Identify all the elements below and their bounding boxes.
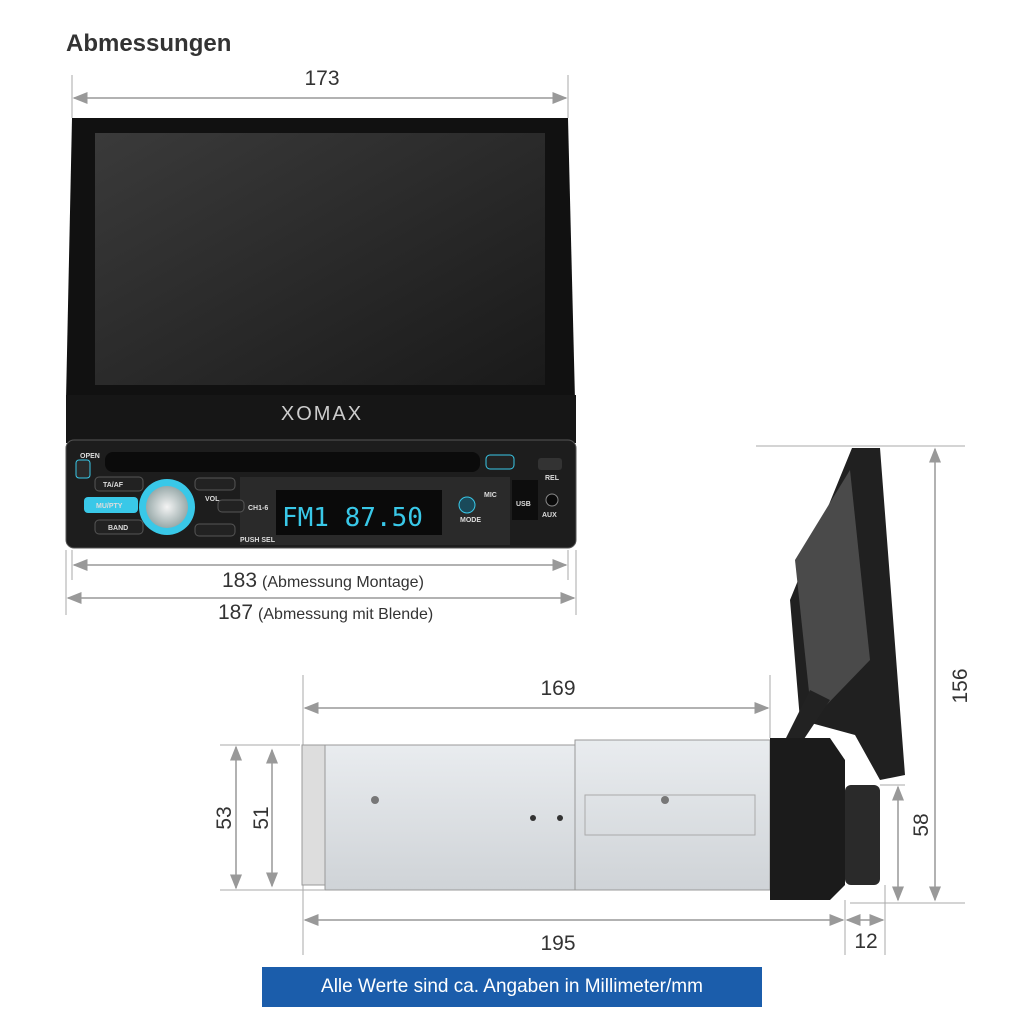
prev-button[interactable] [194,523,236,537]
eject-button[interactable] [485,454,515,470]
mu-pty-button[interactable] [84,497,138,513]
lcd-display [276,490,442,535]
dimension-label-53: 53 [213,806,236,829]
brand-logo: XOMAX [281,403,363,425]
dimension-label-173: 173 [304,67,339,90]
ta-af-button[interactable] [94,476,144,492]
vol-label: VOL [205,496,220,503]
ta-af-label: TA/AF [103,482,124,489]
screen-hinge [785,690,830,745]
push-sel-label: PUSH SEL [240,537,276,544]
units-note-banner: Alle Werte sind ca. Angaben in Millimete… [262,967,762,1007]
screen-back-panel [795,470,870,720]
next-button[interactable] [194,477,236,491]
release-button[interactable] [538,458,562,470]
rel-label: REL [545,475,560,482]
dimension-label-156: 156 [949,668,972,703]
dimension-label-58: 58 [910,813,933,836]
dimension-label-195: 195 [540,932,575,955]
dimension-label-12: 12 [854,930,877,953]
mode-label: MODE [460,517,481,524]
dimension-label-183: 183(Abmessung Montage) [222,569,424,592]
mic-label: MIC [484,492,497,499]
usb-port[interactable] [512,480,538,520]
aux-port[interactable] [545,493,559,507]
side-view: 156 169 53 51 58 195 12 [213,445,972,955]
mounting-frame [301,744,327,886]
dimension-label-169: 169 [540,677,575,700]
chassis-rear [324,744,581,891]
band-button[interactable] [94,519,144,535]
play-pause-button[interactable] [217,499,245,513]
open-label: OPEN [80,453,100,460]
mode-button[interactable] [458,496,476,514]
open-button[interactable] [75,459,91,479]
dimension-label-187: 187(Abmessung mit Blende) [218,601,433,624]
page-title: Abmessungen [66,30,232,57]
band-label: BAND [108,525,128,532]
volume-knob[interactable] [146,486,188,528]
screen [95,133,545,385]
front-bezel-side [770,738,845,900]
chassis-front [574,739,771,891]
front-view: 173 XOMAX FM1 87.50 OPEN TA/AF MU/PTY BA… [65,67,577,624]
display-text: FM1 87.50 [282,503,423,533]
ch-label: CH1-6 [248,505,268,512]
knob-side [845,785,880,885]
usb-label: USB [516,501,531,508]
mu-pty-label: MU/PTY [96,503,123,510]
aux-label: AUX [542,512,557,519]
disc-slot [105,452,480,472]
dimension-label-51: 51 [250,806,273,829]
